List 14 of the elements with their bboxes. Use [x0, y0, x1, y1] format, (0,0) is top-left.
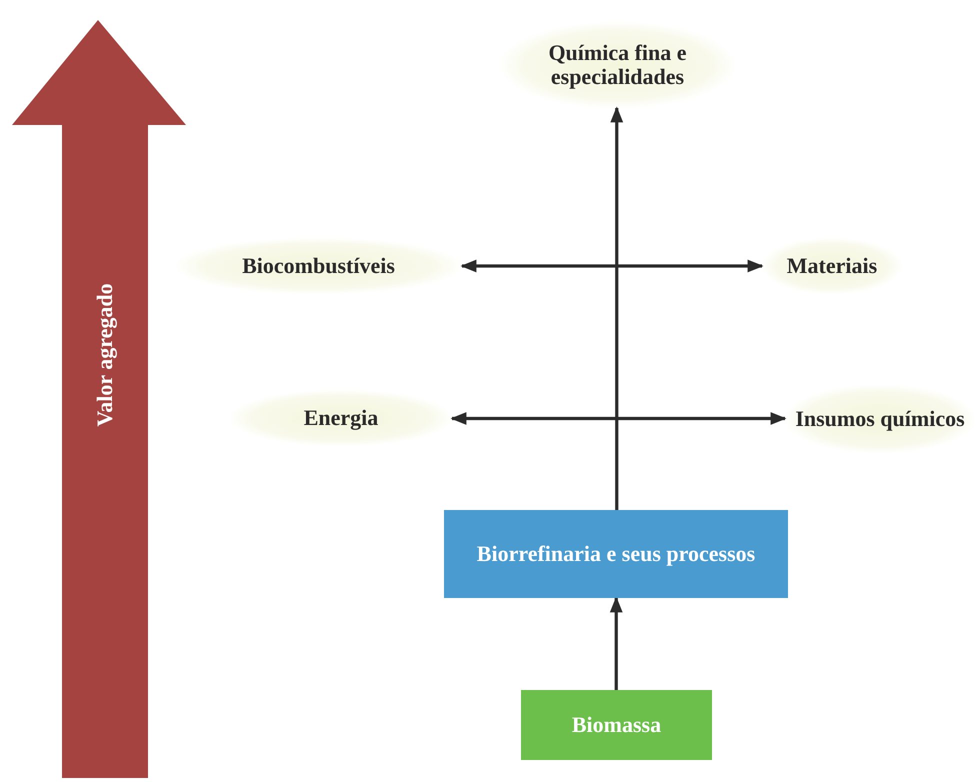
node-label: Química fina e especialidades — [547, 40, 688, 90]
node-label: Biocombustíveis — [242, 254, 395, 278]
node-label: Biomassa — [572, 712, 662, 738]
arrow — [450, 412, 787, 425]
arrow — [460, 260, 764, 272]
node-label: Biorrefinaria e seus processos — [476, 542, 756, 566]
arrow — [610, 596, 623, 690]
arrow — [610, 106, 624, 510]
node-label: Materiais — [786, 254, 878, 278]
node-label: Insumos químicos — [795, 406, 965, 432]
node-label: Energia — [304, 406, 378, 430]
axis-label: Valor agregado — [92, 282, 118, 429]
process-box — [521, 690, 712, 760]
process-box — [444, 510, 788, 598]
